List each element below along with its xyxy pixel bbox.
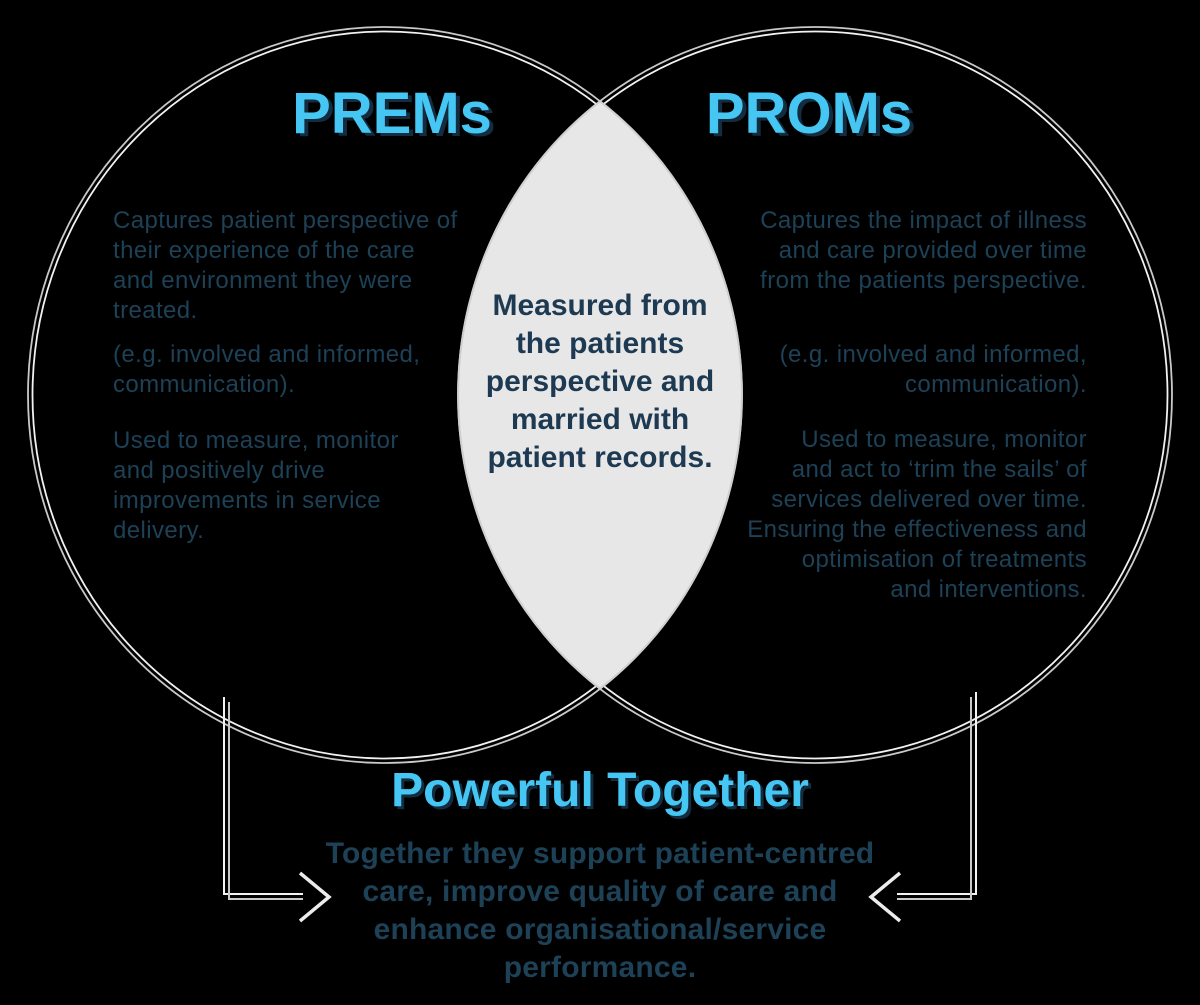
proms-paragraph-examples: (e.g. involved and informed,communicatio… [779,341,1087,398]
overlap-lens [457,100,743,690]
proms-title: PROMs [705,81,913,146]
right-connector-line [897,692,977,900]
left-connector-line-outer [223,697,303,895]
right-connector-line-outer [897,692,977,895]
prems-title: PREMs [292,81,492,146]
left-connector-line [223,697,303,900]
left-chevron-arrow-icon [868,871,902,923]
prems-paragraph-examples: (e.g. involved and informed,communicatio… [113,341,421,398]
left-connector-line-inner [228,702,303,900]
right-connector-line-inner [897,697,972,900]
right-chevron-arrow-icon [298,871,332,923]
footer-title: Powerful Together [391,764,809,817]
